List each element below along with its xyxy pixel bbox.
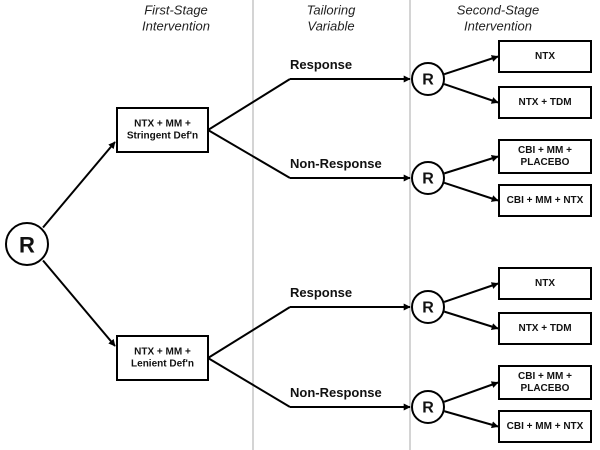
second-randomization-1-1-label: R — [422, 72, 434, 89]
arrow-to-option-1-1-1 — [443, 55, 499, 76]
arrow-to-option-2-2-1 — [443, 381, 499, 403]
second-randomization-2-2-label: R — [422, 400, 434, 417]
arrow-to-option-2-1-2 — [444, 310, 499, 330]
second-stage-box-2-1-2-label: NTX + TDM — [518, 323, 571, 334]
header-tailoring-line: Tailoring — [307, 3, 356, 18]
second-stage-box-2-1-1 — [498, 267, 592, 300]
second-stage-box-1-2-2-label-line: CBI + MM + NTX — [507, 195, 584, 206]
arrow-to-option-2-1-1 — [443, 282, 499, 303]
tailoring-label-2-1: Response — [290, 285, 352, 300]
second-stage-box-1-1-1 — [498, 40, 592, 73]
second-stage-box-1-2-2-label: CBI + MM + NTX — [507, 195, 584, 206]
second-stage-box-2-2-2 — [498, 410, 592, 443]
first-stage-box-2-label-line: Lenient Def'n — [131, 359, 194, 370]
second-stage-box-2-2-2-label: CBI + MM + NTX — [507, 421, 584, 432]
second-stage-box-2-2-1-label: CBI + MM +PLACEBO — [518, 371, 572, 394]
second-stage-box-2-2-2-label-line: CBI + MM + NTX — [507, 421, 584, 432]
tailoring-label-1-2: Non-Response — [290, 156, 382, 171]
first-stage-box-1 — [116, 107, 209, 153]
second-randomization-1-2 — [411, 161, 445, 195]
branch-line-2-2 — [207, 357, 291, 408]
second-stage-box-1-1-1-label: NTX — [535, 51, 555, 62]
first-stage-box-1-label: NTX + MM +Stringent Def'n — [127, 119, 198, 142]
connector-lines — [42, 55, 499, 429]
tailoring-label-2-2: Non-Response — [290, 385, 382, 400]
first-stage-box-1-label-line: NTX + MM + — [134, 119, 191, 130]
column-dividers — [252, 0, 411, 450]
root-randomization-label: R — [19, 233, 35, 258]
tailoring-label-1-1: Response — [290, 57, 352, 72]
second-stage-box-1-1-2-label-line: NTX + TDM — [518, 97, 571, 108]
second-randomization-2-1-label: R — [422, 300, 434, 317]
first-stage-box-2-label-line: NTX + MM + — [134, 347, 191, 358]
second-stage-box-2-2-1 — [498, 365, 592, 400]
arrow-to-option-2-2-2 — [444, 410, 499, 429]
branch-line-2-1 — [207, 306, 291, 359]
second-stage-box-2-1-2 — [498, 312, 592, 345]
header-first-stage-line: First-Stage — [144, 3, 208, 18]
branch-line-1-1 — [207, 78, 291, 131]
header-first-stage-line: Intervention — [142, 19, 210, 34]
arrow-to-option-1-2-1 — [444, 155, 499, 175]
second-stage-box-1-1-1-label-line: NTX — [535, 51, 555, 62]
header-second-stage-line: Intervention — [464, 19, 532, 34]
second-stage-box-2-1-2-label-line: NTX + TDM — [518, 323, 571, 334]
root-randomization — [5, 222, 49, 266]
second-stage-box-2-2-1-label-line: PLACEBO — [521, 383, 570, 394]
arrow-root-to-stage1-1 — [42, 141, 116, 229]
first-stage-box-1-label-line: Stringent Def'n — [127, 131, 198, 142]
header-second-stage-line: Second-Stage — [457, 3, 539, 18]
arrow-to-option-1-2-2 — [443, 181, 499, 202]
second-stage-box-1-1-2 — [498, 86, 592, 119]
second-randomization-1-1 — [411, 62, 445, 96]
first-stage-box-2 — [116, 335, 209, 381]
arrow-to-option-1-1-2 — [443, 83, 499, 104]
second-stage-box-1-2-1-label-line: PLACEBO — [521, 157, 570, 168]
second-stage-box-1-2-1 — [498, 139, 592, 174]
header-tailoring-line: Variable — [307, 19, 354, 34]
second-stage-box-2-1-1-label: NTX — [535, 278, 555, 289]
first-stage-box-2-label: NTX + MM +Lenient Def'n — [131, 347, 194, 370]
second-stage-box-1-1-2-label: NTX + TDM — [518, 97, 571, 108]
second-stage-box-1-2-2 — [498, 184, 592, 217]
second-randomization-2-1 — [411, 290, 445, 324]
second-stage-box-2-1-1-label-line: NTX — [535, 278, 555, 289]
second-stage-box-1-2-1-label: CBI + MM +PLACEBO — [518, 145, 572, 168]
arrow-root-to-stage1-2 — [42, 259, 116, 347]
second-randomization-1-2-label: R — [422, 171, 434, 188]
second-stage-box-2-2-1-label-line: CBI + MM + — [518, 371, 572, 382]
branch-line-1-2 — [207, 129, 291, 179]
second-stage-box-1-2-1-label-line: CBI + MM + — [518, 145, 572, 156]
second-randomization-2-2 — [411, 390, 445, 424]
